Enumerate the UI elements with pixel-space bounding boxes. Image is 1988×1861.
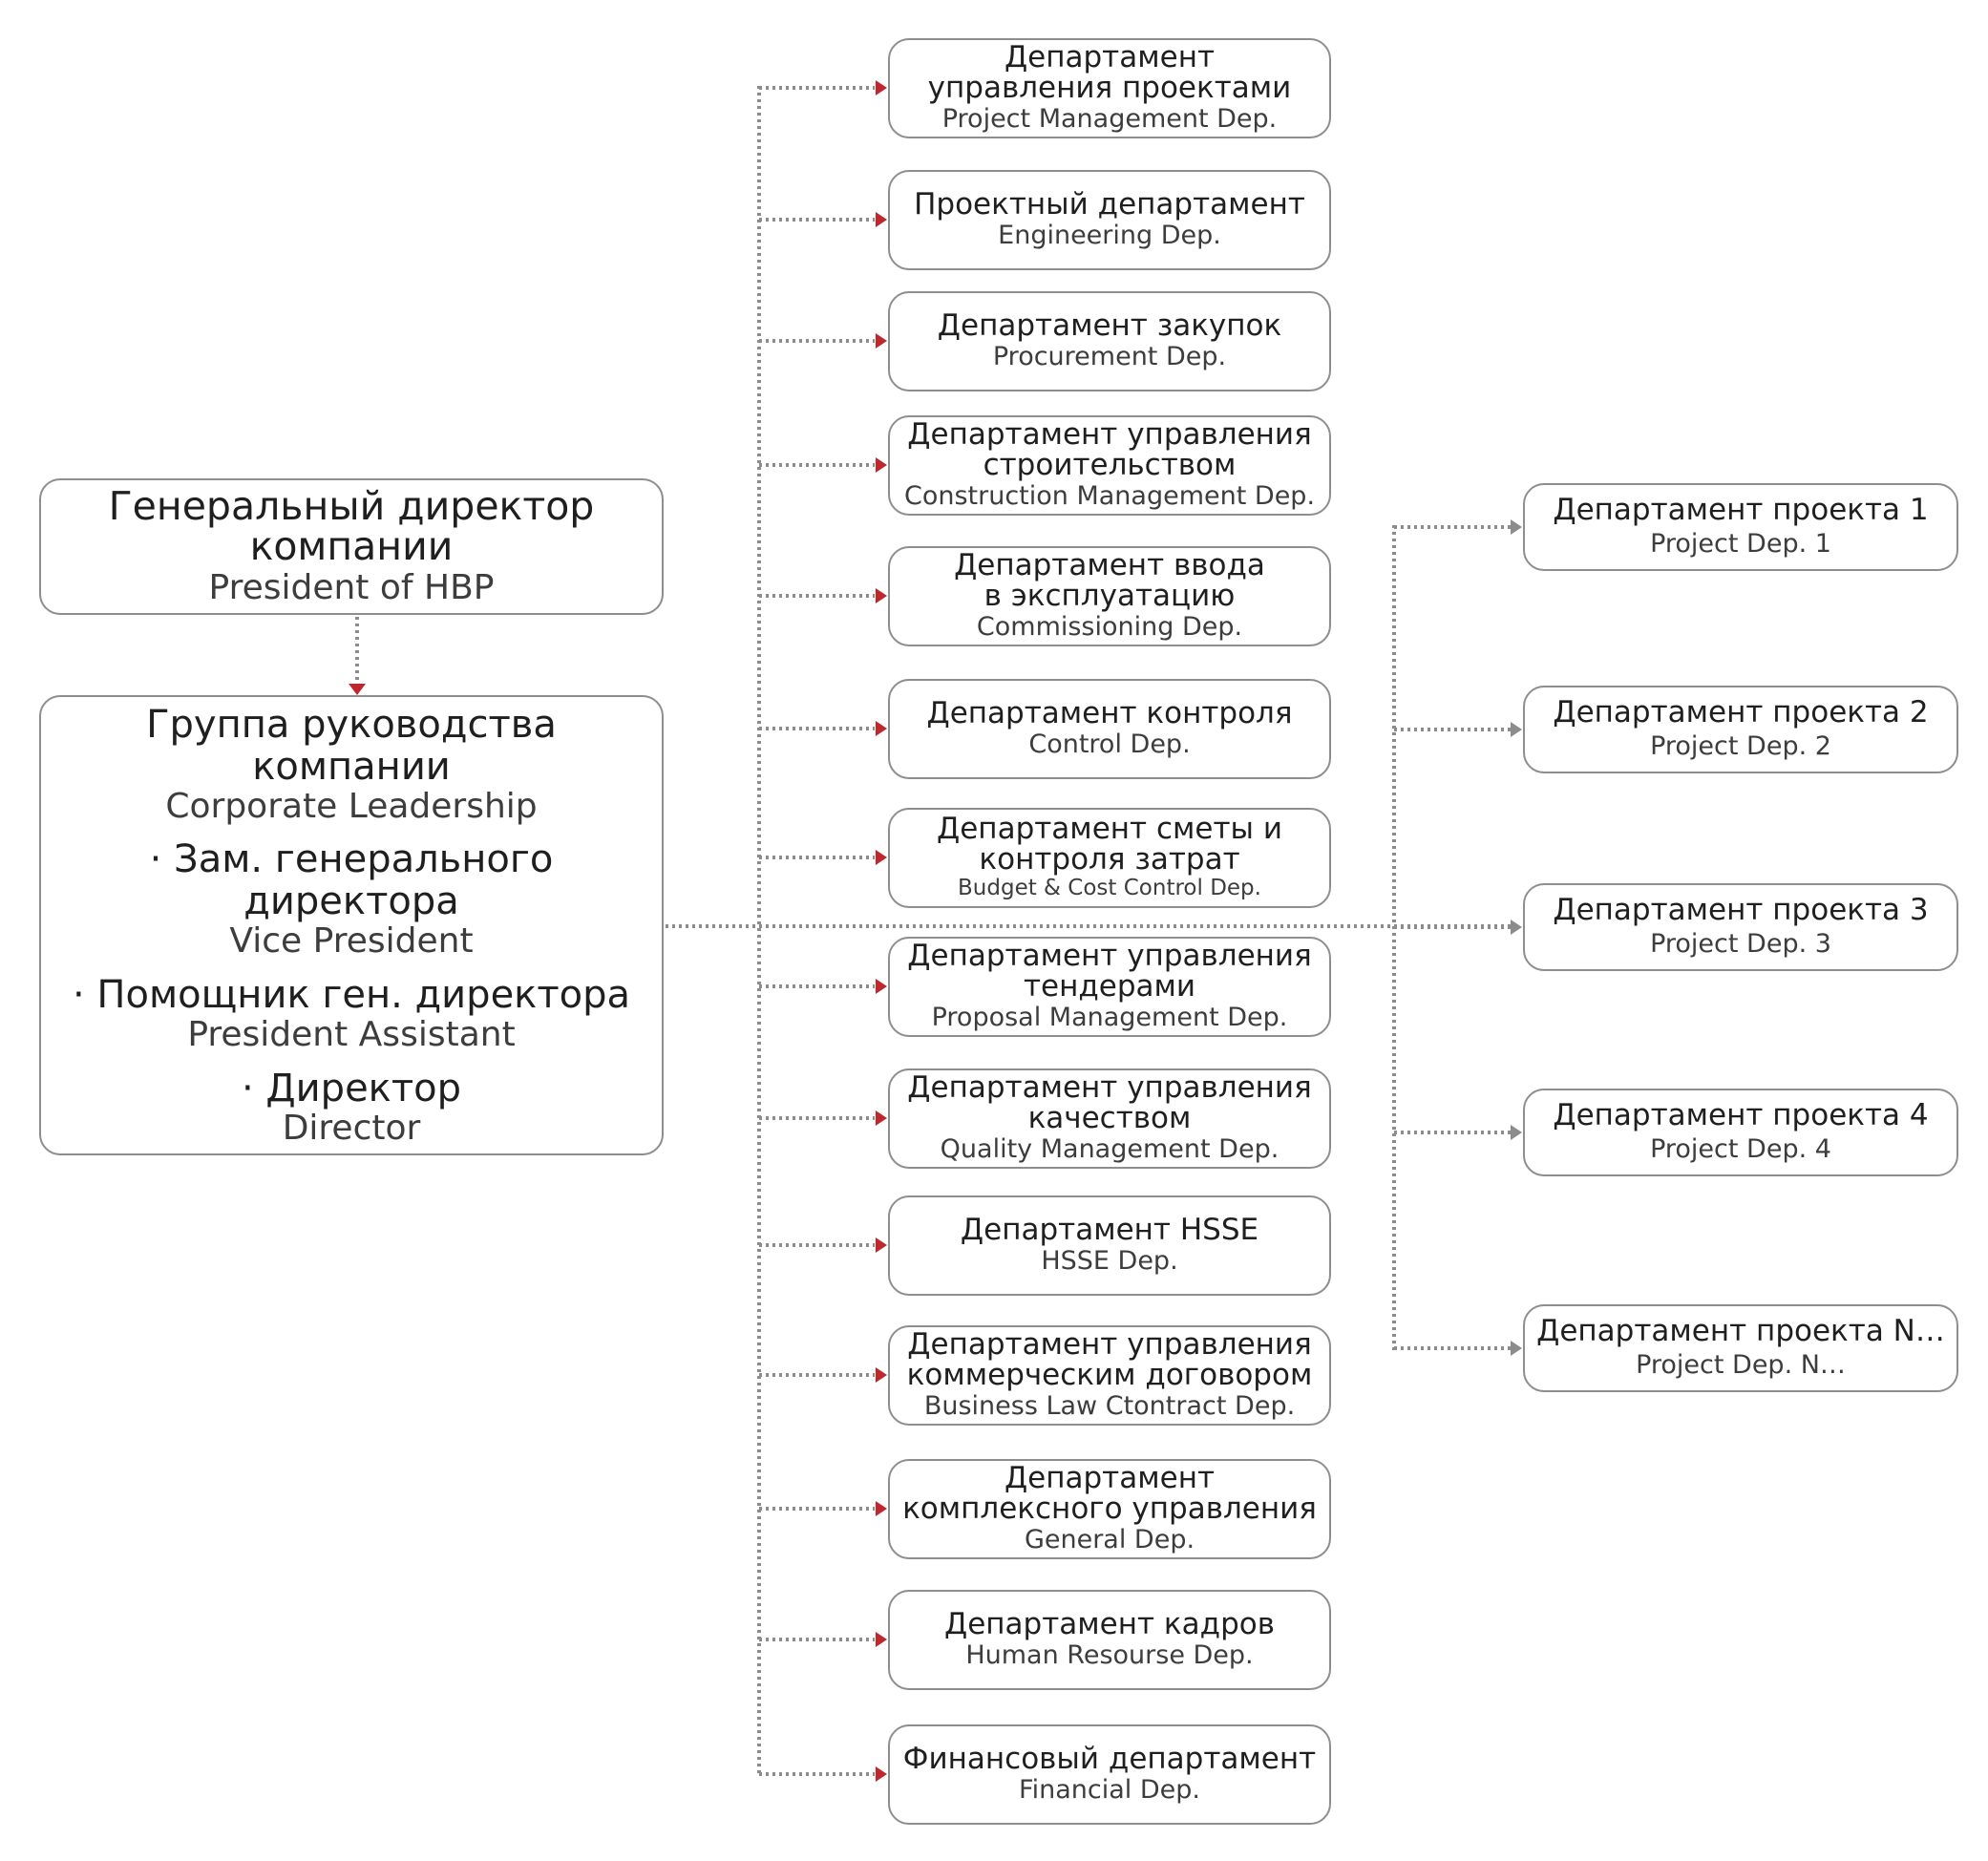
department-arrow [876, 1501, 887, 1516]
department-title-en: Business Law Ctontract Dep. [923, 1391, 1296, 1422]
department-box-proposal-management: Департамент управления тендерами Proposa… [888, 937, 1331, 1037]
president-title-ru: Генеральный директор компании [108, 482, 595, 569]
department-title-en: Human Resourse Dep. [965, 1640, 1254, 1671]
vice-president-ru: · Зам. генерального директора [149, 837, 554, 924]
project-box-1: Департамент проекта 1 Project Dep. 1 [1523, 483, 1958, 571]
project-box-n: Департамент проекта N… Project Dep. N… [1523, 1304, 1958, 1392]
department-box-business-law-contract: Департамент управления коммерческим дого… [888, 1325, 1331, 1426]
project-title-en: Project Dep. 4 [1650, 1133, 1831, 1164]
department-title-ru: Департамент контроля [926, 695, 1293, 730]
department-box-control: Департамент контроля Control Dep. [888, 679, 1331, 779]
project-title-en: Project Dep. 3 [1650, 928, 1831, 959]
department-title-en: Project Management Dep. [941, 104, 1278, 135]
department-arrow [876, 1237, 887, 1253]
department-title-en: Proposal Management Dep. [931, 1003, 1288, 1033]
department-title-ru: Департамент сметы и контроля затрат [937, 812, 1282, 877]
department-box-budget-cost-control: Департамент сметы и контроля затрат Budg… [888, 808, 1331, 908]
project-arrow [1511, 1341, 1522, 1356]
project-box-3: Департамент проекта 3 Project Dep. 3 [1523, 883, 1958, 971]
department-box-construction-management: Департамент управления строительством Co… [888, 415, 1331, 516]
leadership-group-ru: Группа руководства компании [146, 702, 557, 789]
project-title-ru: Департамент проекта 4 [1553, 1098, 1929, 1133]
president-assistant-ru: · Помощник ген. директора [72, 973, 631, 1017]
project-title-ru: Департамент проекта 2 [1553, 695, 1929, 730]
president-assistant-en: President Assistant [187, 1015, 516, 1054]
department-arrow [876, 1766, 887, 1782]
department-title-en: Commissioning Dep. [976, 612, 1243, 643]
department-title-ru: Департамент HSSE [960, 1212, 1259, 1247]
department-title-en: Budget & Cost Control Dep. [958, 876, 1261, 901]
department-arrow [876, 979, 887, 994]
department-title-ru: Департамент управления тендерами [907, 939, 1312, 1004]
department-box-human-resource: Департамент кадров Human Resourse Dep. [888, 1590, 1331, 1690]
project-title-en: Project Dep. 1 [1650, 528, 1831, 559]
department-arrow [876, 1110, 887, 1126]
department-title-en: Procurement Dep. [992, 342, 1227, 372]
project-title-en: Project Dep. 2 [1650, 730, 1831, 761]
department-title-ru: Департамент ввода в эксплуатацию [954, 548, 1265, 613]
department-title-ru: Финансовый департамент [902, 1741, 1317, 1776]
department-arrow [876, 1367, 887, 1383]
department-box-commissioning: Департамент ввода в эксплуатацию Commiss… [888, 546, 1331, 646]
department-title-en: Quality Management Dep. [940, 1134, 1280, 1165]
department-title-en: Engineering Dep. [998, 221, 1221, 251]
department-title-ru: Департамент закупок [937, 307, 1282, 343]
president-box: Генеральный директор компании President … [39, 478, 664, 615]
department-title-en: General Dep. [1024, 1525, 1195, 1555]
department-arrow [876, 212, 887, 227]
project-box-2: Департамент проекта 2 Project Dep. 2 [1523, 686, 1958, 773]
corporate-leadership-box: Группа руководства компании Corporate Le… [39, 695, 664, 1155]
department-box-general: Департамент комплексного управления Gene… [888, 1459, 1331, 1559]
department-title-en: Construction Management Dep. [903, 481, 1316, 512]
project-arrow [1511, 1125, 1522, 1140]
department-arrow [876, 588, 887, 603]
project-arrow [1511, 722, 1522, 737]
department-title-ru: Департамент управления проектами [927, 40, 1292, 105]
department-title-ru: Департамент управления качеством [907, 1070, 1312, 1135]
department-arrow [876, 457, 887, 473]
department-title-en: Control Dep. [1028, 730, 1191, 760]
project-box-4: Департамент проекта 4 Project Dep. 4 [1523, 1089, 1958, 1176]
department-box-procurement: Департамент закупок Procurement Dep. [888, 291, 1331, 391]
director-en: Director [282, 1108, 421, 1148]
director-ru: · Директор [242, 1066, 461, 1110]
department-box-hsse: Департамент HSSE HSSE Dep. [888, 1195, 1331, 1296]
department-title-ru: Департамент кадров [944, 1606, 1275, 1641]
project-title-en: Project Dep. N… [1636, 1349, 1846, 1380]
president-title-en: President of HBP [208, 567, 495, 607]
department-title-en: HSSE Dep. [1041, 1246, 1178, 1277]
department-title-ru: Департамент управления коммерческим дого… [906, 1327, 1313, 1392]
department-arrow [876, 80, 887, 95]
project-title-ru: Департамент проекта 1 [1553, 493, 1929, 528]
department-box-financial: Финансовый департамент Financial Dep. [888, 1724, 1331, 1825]
project-title-ru: Департамент проекта N… [1536, 1314, 1945, 1349]
leadership-group-en: Corporate Leadership [165, 786, 538, 826]
department-title-en: Financial Dep. [1019, 1775, 1200, 1806]
project-arrow [1511, 519, 1522, 535]
department-arrow [876, 1632, 887, 1647]
department-box-project-management: Департамент управления проектами Project… [888, 38, 1331, 138]
vice-president-en: Vice President [229, 921, 474, 962]
project-arrow [1511, 920, 1522, 935]
department-title-ru: Проектный департамент [914, 186, 1305, 222]
president-to-leadership-arrow [349, 684, 366, 695]
project-title-ru: Департамент проекта 3 [1553, 893, 1929, 928]
department-box-engineering: Проектный департамент Engineering Dep. [888, 170, 1331, 270]
department-title-ru: Департамент управления строительством [907, 417, 1312, 482]
department-arrow [876, 721, 887, 736]
department-arrow [876, 333, 887, 349]
department-box-quality-management: Департамент управления качеством Quality… [888, 1068, 1331, 1169]
department-title-ru: Департамент комплексного управления [902, 1461, 1317, 1526]
department-arrow [876, 850, 887, 865]
